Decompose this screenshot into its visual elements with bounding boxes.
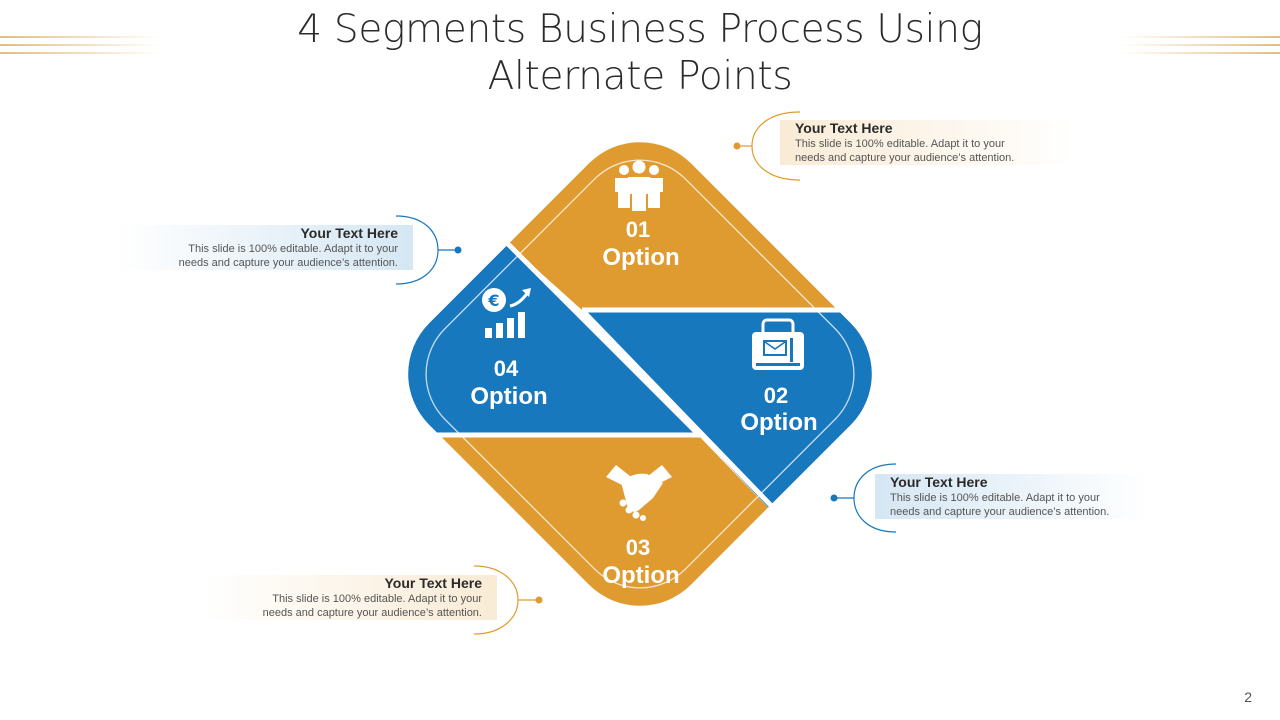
title-line-2: Alternate Points [487,54,793,99]
segment-04-label: Option [470,383,548,410]
decor-line [0,44,160,46]
decor-line [0,36,160,38]
segment-03-label: Option [602,562,680,589]
decor-line [1120,44,1280,46]
segment-03-number: 03 [625,535,651,560]
connector-callout-3 [473,565,543,635]
decor-line [1120,36,1280,38]
callout-2-text-line-1: This slide is 100% editable. Adapt it to… [890,492,1100,504]
segment-01-number: 01 [625,217,651,242]
callout-2: Your Text Here This slide is 100% editab… [875,474,1150,519]
decor-line [1120,52,1280,54]
callout-3: Your Text Here This slide is 100% editab… [200,575,497,620]
callout-1: Your Text Here This slide is 100% editab… [780,120,1075,165]
svg-text:€: € [487,291,499,310]
segment-01-shape [495,112,870,310]
connector-callout-2 [830,463,897,533]
callout-3-text-line-2: needs and capture your audience’s attent… [262,607,482,619]
callout-1-heading: Your Text Here [795,120,893,136]
segment-02-number: 02 [763,383,789,408]
inner-outline [425,159,855,589]
callout-2-heading: Your Text Here [890,474,988,490]
segment-02-label: Option [740,409,818,436]
callout-2-background [875,474,1150,519]
people-group-icon [615,160,663,211]
callout-1-text-line-2: needs and capture your audience’s attent… [795,152,1015,164]
callout-4-heading: Your Text Here [300,225,398,241]
separator-line [580,308,787,522]
euro-growth-chart-icon: € [482,288,531,338]
slide-title: 4 Segments Business Process Using Altern… [0,6,1280,100]
separator-line [491,227,702,438]
briefcase-mail-icon [752,318,804,370]
segment-04-number: 04 [493,356,519,381]
segment-01-label: Option [602,244,680,271]
callout-1-background [780,120,1075,165]
callout-2-text-line-2: needs and capture your audience’s attent… [890,506,1110,518]
segment-02-shape [582,310,902,520]
callout-4-background [117,225,413,270]
callout-3-text-line-1: This slide is 100% editable. Adapt it to… [272,593,482,605]
callout-3-background [200,575,497,620]
title-line-1: 4 Segments Business Process Using [297,7,983,52]
callout-1-text-line-1: This slide is 100% editable. Adapt it to… [795,138,1005,150]
callout-4: Your Text Here This slide is 100% editab… [117,225,413,270]
callout-3-heading: Your Text Here [384,575,482,591]
callout-4-text-line-1: This slide is 100% editable. Adapt it to… [188,243,398,255]
connector-callout-1 [733,111,801,181]
handshake-icon [606,465,672,521]
decor-line [0,52,160,54]
callout-4-text-line-2: needs and capture your audience’s attent… [178,257,398,269]
connector-callout-4 [395,215,462,285]
page-number: 2 [1244,689,1252,705]
